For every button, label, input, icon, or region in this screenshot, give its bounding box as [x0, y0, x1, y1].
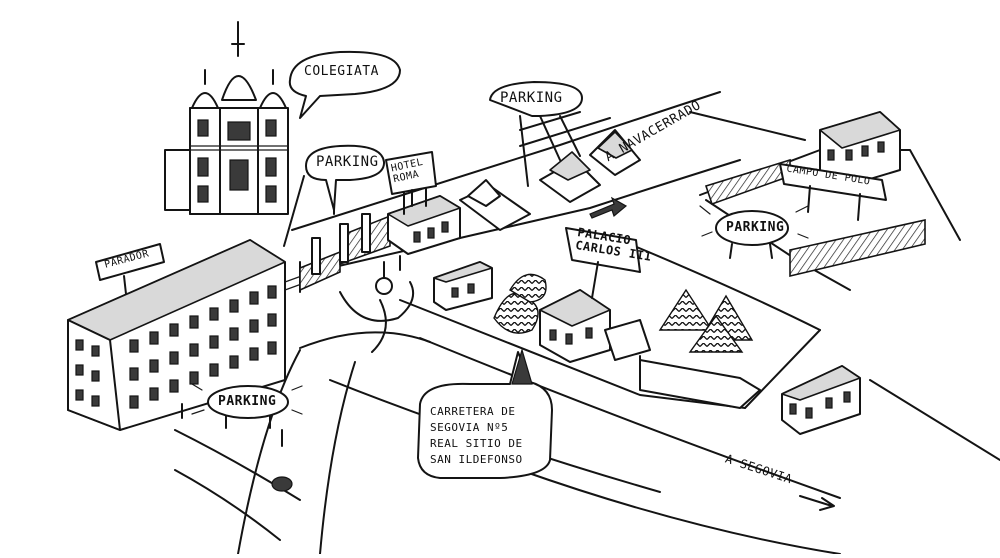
- street-markers: [181, 255, 641, 492]
- address-line2: SEGOVIA Nº5: [430, 421, 509, 434]
- navacerrado-arrow: [589, 196, 628, 219]
- parking-polo-label: PARKING: [726, 220, 785, 235]
- hotel-roma-building: [387, 181, 461, 255]
- parking-colegiata-label: PARKING: [316, 154, 379, 170]
- colegiata-label: COLEGIATA: [304, 64, 379, 79]
- parking-top-label: PARKING: [500, 90, 563, 106]
- parking-top-bubble: [489, 81, 583, 117]
- hotel-roma-sign: [385, 151, 437, 195]
- address-line3: REAL SITIO DE: [430, 437, 523, 450]
- parking-polo-oval: [715, 210, 789, 246]
- house-bottom-right: [781, 365, 861, 435]
- address-line1: CARRETERA DE: [430, 405, 516, 418]
- houses-top: [459, 111, 641, 231]
- parking-parador-oval: [207, 385, 289, 419]
- campo-polo-sign: [779, 163, 887, 201]
- parador-sign: [95, 243, 165, 281]
- parking-colegiata-bubble: [305, 144, 386, 211]
- parador-building: [67, 239, 286, 431]
- address-label: CARRETERA DE SEGOVIA Nº5 REAL SITIO DE S…: [430, 404, 523, 468]
- center-house: [433, 261, 493, 311]
- parking-parador-label: PARKING: [218, 394, 277, 409]
- gate-fence: [284, 213, 391, 301]
- segovia-arrow: [799, 495, 835, 511]
- address-line4: SAN ILDEFONSO: [430, 453, 523, 466]
- campo-polo-palace: [704, 111, 926, 278]
- palacio-sign: [565, 227, 641, 273]
- colegiata-church: [164, 21, 289, 215]
- colegiata-bubble: [288, 50, 401, 119]
- palacio-carlos-iii: [493, 273, 761, 409]
